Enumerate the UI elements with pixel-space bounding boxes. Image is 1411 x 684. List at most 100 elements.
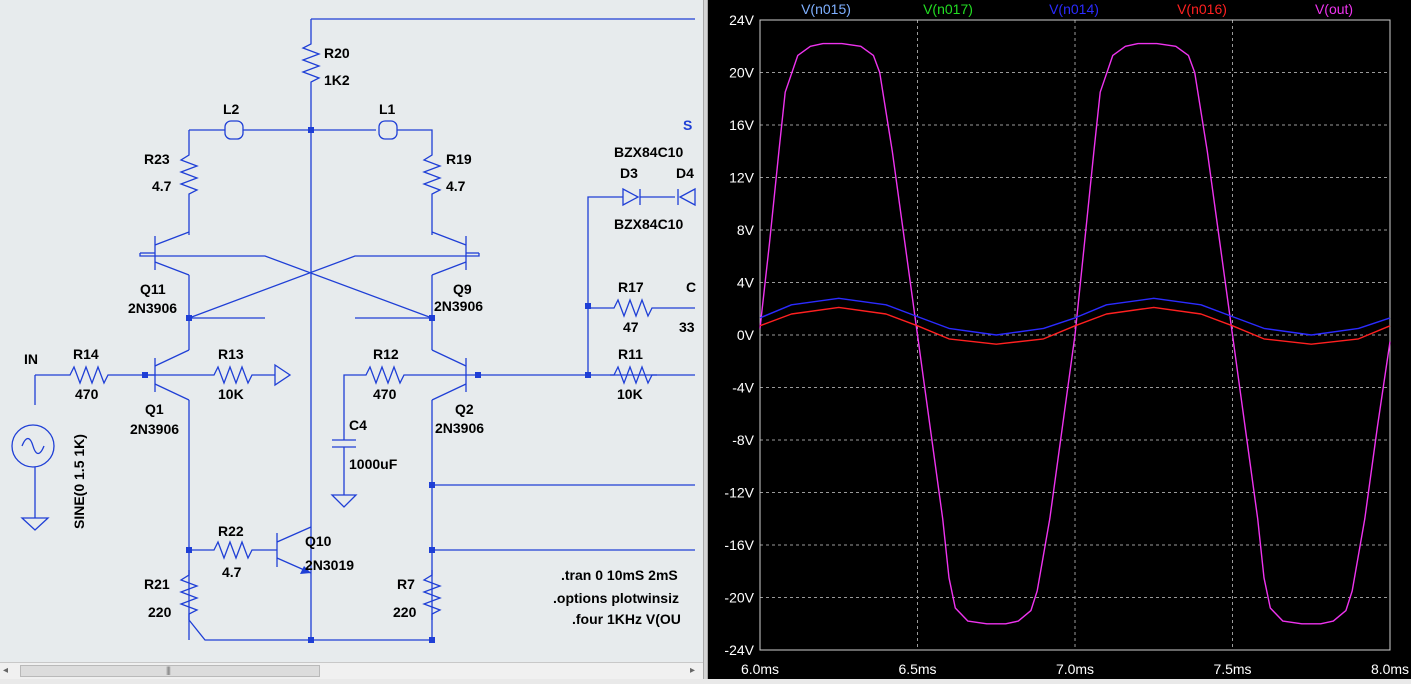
legend-trace-label[interactable]: V(n015)	[801, 1, 851, 17]
trace-legend[interactable]: V(n015) V(n017) V(n014) V(n016) V(out)	[801, 1, 1353, 17]
schematic-editor[interactable]: R20 1K2 L2 L1 R23 4.7 R19 4.7 Q11 2N3906…	[0, 0, 706, 679]
source-value: SINE(0 1.5 1K)	[71, 434, 87, 529]
horizontal-scrollbar[interactable]: ◂ ||| ▸	[0, 662, 704, 679]
resistor-r7[interactable]	[422, 570, 442, 620]
resistor-r21[interactable]	[179, 570, 199, 620]
r12-value: 470	[373, 386, 397, 402]
trace-v-n016[interactable]	[759, 306, 1391, 345]
resistor-r17[interactable]	[610, 298, 657, 318]
y-tick-label: -8V	[732, 432, 754, 448]
resistor-r11[interactable]	[610, 365, 657, 385]
resistor-r13[interactable]	[210, 365, 257, 385]
y-tick-label: 20V	[729, 65, 755, 81]
q1-name: Q1	[145, 401, 164, 417]
junction-dot	[308, 637, 314, 643]
q10-model: 2N3019	[305, 557, 354, 573]
r11-value: 10K	[617, 386, 643, 402]
r22-value: 4.7	[222, 564, 242, 580]
spice-directive-four[interactable]: .four 1KHz V(OU	[572, 611, 681, 627]
x-tick-label: 7.5ms	[1213, 661, 1251, 677]
r21-name: R21	[144, 576, 170, 592]
r19-value: 4.7	[446, 178, 466, 194]
d3-model-bottom: BZX84C10	[614, 216, 683, 232]
y-tick-label: -20V	[724, 590, 754, 606]
trace-v-out[interactable]	[759, 42, 1391, 625]
traces	[759, 42, 1391, 625]
r20-name: R20	[324, 45, 350, 61]
transistor-q11[interactable]	[140, 231, 190, 276]
q2-name: Q2	[455, 401, 474, 417]
r17-value: 47	[623, 319, 639, 335]
spice-directive-options[interactable]: .options plotwinsiz	[553, 590, 679, 606]
wire	[139, 253, 433, 319]
r21-value: 220	[148, 604, 172, 620]
r7-value: 220	[393, 604, 417, 620]
plot-grid	[760, 20, 1390, 650]
transistor-q10[interactable]	[276, 526, 312, 574]
scroll-right-arrow-icon[interactable]: ▸	[690, 665, 696, 676]
r7-name: R7	[397, 576, 415, 592]
r12-name: R12	[373, 346, 399, 362]
resistor-r14[interactable]	[65, 365, 113, 385]
ground-icon	[20, 517, 50, 531]
q1-model: 2N3906	[130, 421, 179, 437]
r17-name: R17	[618, 279, 644, 295]
r23-value: 4.7	[152, 178, 172, 194]
y-tick-label: -24V	[724, 642, 754, 658]
wire	[188, 619, 432, 641]
q11-name: Q11	[140, 281, 166, 297]
legend-trace-label[interactable]: V(n017)	[923, 1, 973, 17]
schematic-canvas[interactable]: R20 1K2 L2 L1 R23 4.7 R19 4.7 Q11 2N3906…	[0, 0, 706, 679]
spice-directive-tran[interactable]: .tran 0 10mS 2mS	[561, 567, 678, 583]
y-tick-label: 8V	[737, 222, 755, 238]
partial-c-value: 33	[679, 319, 695, 335]
resistor-r23[interactable]	[179, 150, 199, 235]
c4-name: C4	[349, 417, 367, 433]
wire	[397, 129, 433, 150]
y-tick-label: 0V	[737, 327, 755, 343]
sine-icon	[21, 437, 45, 455]
voltage-source[interactable]	[11, 424, 55, 468]
junction-dot	[308, 127, 314, 133]
resistor-r20[interactable]	[301, 40, 321, 88]
y-tick-label: -12V	[724, 485, 754, 501]
r14-value: 470	[75, 386, 99, 402]
inductor-l2[interactable]	[224, 120, 244, 140]
resistor-r19[interactable]	[422, 150, 442, 235]
diode-d3[interactable]	[600, 187, 675, 207]
transistor-q1[interactable]	[154, 340, 190, 401]
c4-value: 1000uF	[349, 456, 398, 472]
pane-splitter[interactable]	[703, 0, 708, 679]
diode-d4[interactable]	[677, 187, 696, 207]
y-tick-label: 4V	[737, 275, 755, 291]
r23-name: R23	[144, 151, 170, 167]
wire	[343, 374, 362, 390]
scroll-left-arrow-icon[interactable]: ◂	[3, 665, 9, 676]
legend-trace-label[interactable]: V(n016)	[1177, 1, 1227, 17]
x-tick-label: 6.0ms	[741, 661, 779, 677]
ground-arrow	[274, 363, 292, 387]
transistor-q9[interactable]	[431, 231, 479, 276]
scrollbar-thumb[interactable]: |||	[20, 665, 320, 677]
y-tick-label: 12V	[729, 170, 755, 186]
legend-trace-label[interactable]: V(n014)	[1049, 1, 1099, 17]
wire	[188, 275, 265, 319]
partial-s-label: S	[683, 117, 692, 133]
legend-trace-label[interactable]: V(out)	[1315, 1, 1353, 17]
x-tick-label: 7.0ms	[1056, 661, 1094, 677]
transistor-q2[interactable]	[431, 340, 467, 401]
ground-icon	[330, 494, 358, 508]
trace-v-n014[interactable]	[759, 297, 1391, 336]
resistor-r22[interactable]	[210, 540, 257, 560]
partial-c-label: C	[686, 279, 696, 295]
inductor-l1[interactable]	[378, 120, 398, 140]
wire	[587, 196, 600, 375]
r19-name: R19	[446, 151, 472, 167]
in-net-label: IN	[24, 351, 38, 367]
resistor-r12[interactable]	[362, 365, 409, 385]
waveform-plot[interactable]: 24V20V16V12V8V4V0V-4V-8V-12V-16V-20V-24V…	[708, 0, 1411, 679]
q2-model: 2N3906	[435, 420, 484, 436]
